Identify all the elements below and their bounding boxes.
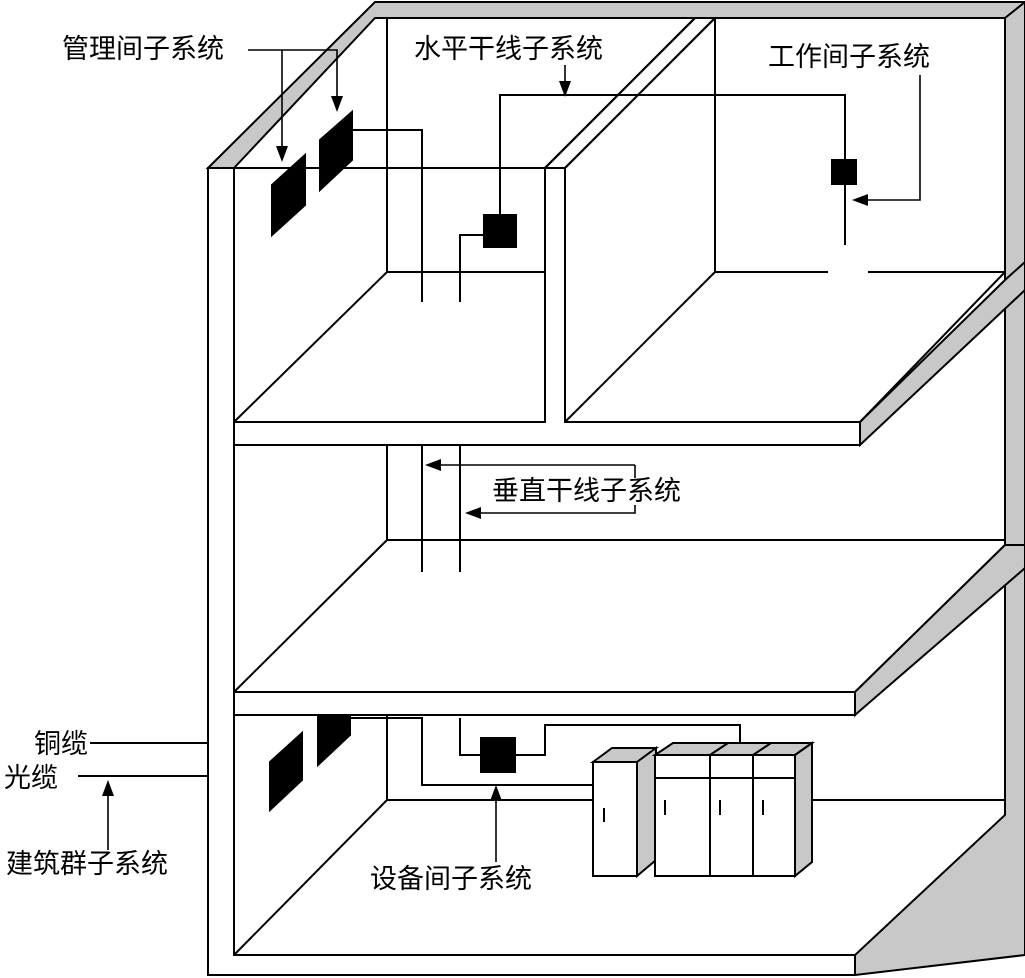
label-vertical-trunk: 垂直干线子系统 xyxy=(490,476,683,507)
server-rack-icon xyxy=(651,741,816,879)
server-rack-icon xyxy=(589,746,660,879)
annotation-leaders xyxy=(107,49,921,862)
label-horizontal-trunk: 水平干线子系统 xyxy=(412,34,605,65)
label-work-area: 工作间子系统 xyxy=(766,42,932,73)
devices xyxy=(269,109,857,813)
outlet-icon xyxy=(483,214,517,248)
cable-lines xyxy=(78,94,846,786)
label-copper-cable: 铜缆 xyxy=(32,729,90,760)
patch-panel-icon xyxy=(269,730,303,813)
patch-panel-icon xyxy=(319,109,353,193)
arrowheads xyxy=(102,81,868,801)
label-campus-subsystem: 建筑群子系统 xyxy=(4,849,170,880)
outlet-icon xyxy=(480,737,516,773)
patch-panel-icon xyxy=(271,152,306,238)
label-equipment-room: 设备间子系统 xyxy=(368,864,534,895)
ground-cable-3 xyxy=(515,724,741,756)
label-management-room: 管理间子系统 xyxy=(60,34,226,65)
server-racks xyxy=(589,741,816,879)
mgmt-to-riser-cable xyxy=(352,129,423,302)
ground-cable-1 xyxy=(350,717,596,786)
outlet-to-riser-cable xyxy=(459,234,484,302)
top-right-room xyxy=(233,18,1025,448)
middle-floor xyxy=(233,445,1025,718)
label-fiber-cable: 光缆 xyxy=(2,763,60,794)
right-side-band xyxy=(854,0,1025,977)
horizontal-trunk-cable xyxy=(499,94,846,215)
patch-panel-icon xyxy=(317,714,351,768)
outlet-icon xyxy=(831,159,857,185)
ground-cable-2 xyxy=(459,718,481,756)
